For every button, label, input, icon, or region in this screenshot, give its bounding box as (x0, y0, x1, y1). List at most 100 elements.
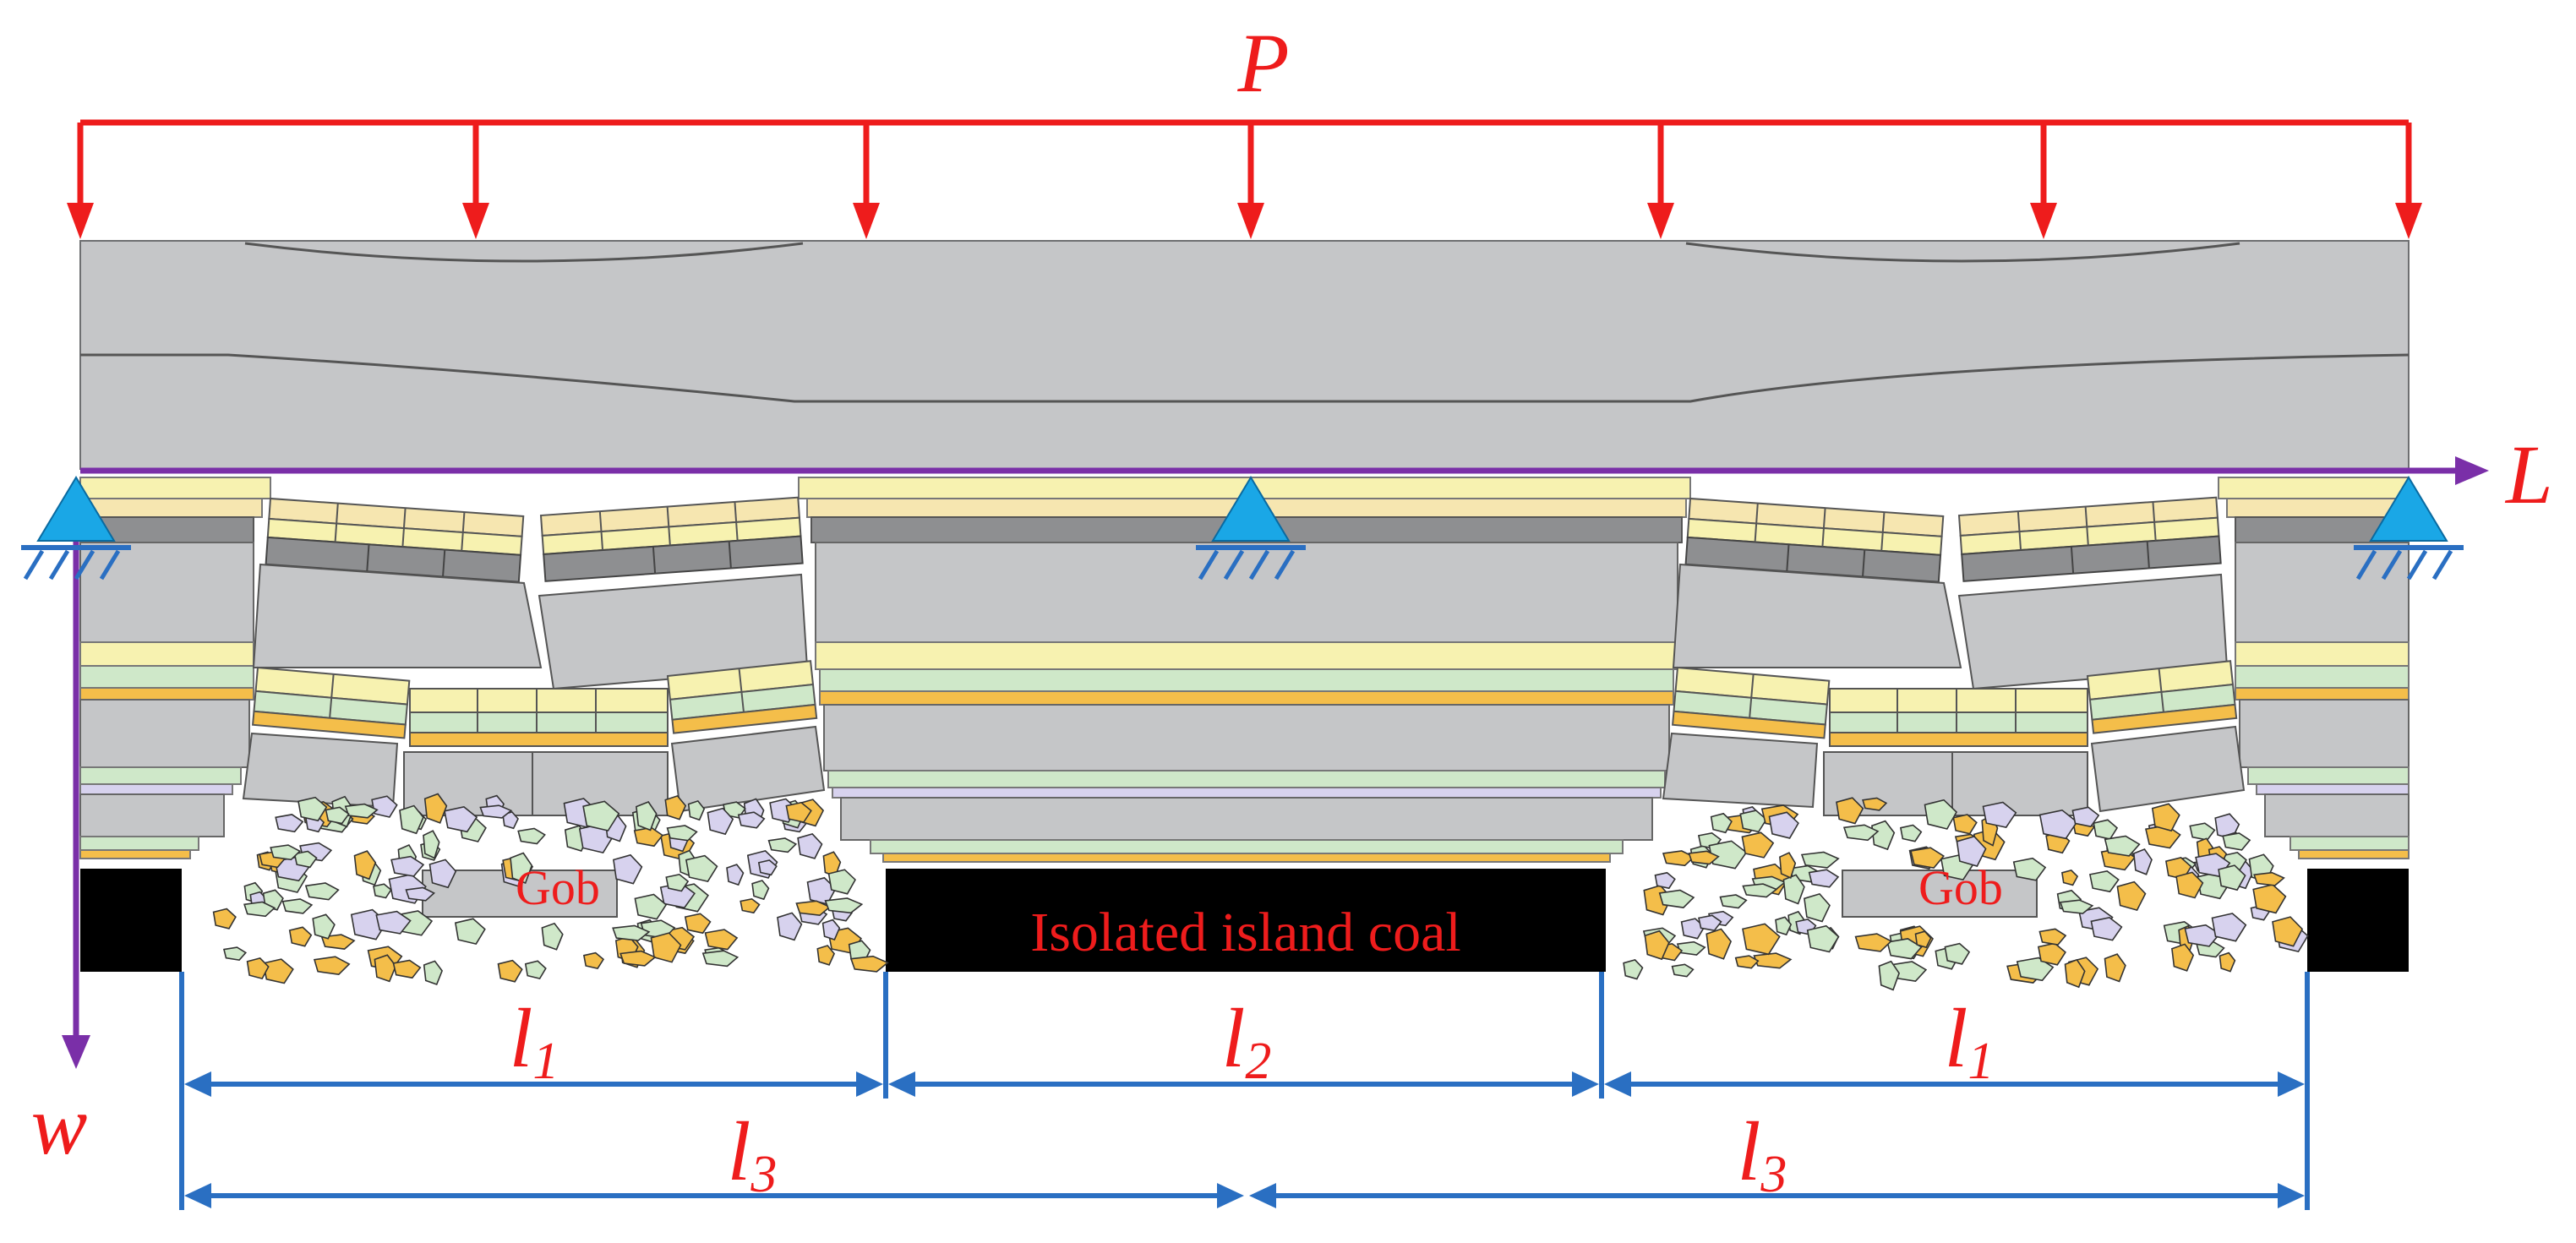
rubble-fragment (2038, 809, 2078, 840)
rubble-fragment (684, 913, 712, 935)
rubble-fragment (1914, 930, 1932, 949)
rubble-fragment (374, 954, 397, 983)
rubble-fragment (1644, 930, 1670, 961)
rubble-fragment (824, 897, 864, 914)
rubble-fragment (2093, 819, 2119, 840)
rubble-fragment (262, 958, 294, 984)
rubble-fragment (1671, 963, 1695, 978)
rubble-fragment (541, 922, 564, 951)
rubble-fragment (2219, 951, 2236, 973)
rubble-fragment (1804, 892, 1831, 923)
rubble-fragment (2211, 913, 2247, 942)
rubble-fragment (428, 859, 457, 889)
rubble-fragment (1775, 916, 1793, 936)
rubble-fragment (243, 901, 276, 918)
rubble-fragment (2012, 857, 2047, 881)
rubble-fragment (390, 855, 425, 877)
left-pillar-strata (79, 477, 271, 859)
rubble-fragment (795, 900, 832, 917)
dimension-lines (179, 972, 2310, 1210)
rubble-fragment (2189, 822, 2216, 841)
rubble-fragment (1753, 952, 1793, 969)
support-right (2354, 476, 2464, 581)
rubble-fragment (827, 869, 857, 895)
axis-y-label: w (31, 1078, 88, 1172)
coal-seam (80, 869, 2409, 972)
rubble-fragment (1734, 955, 1760, 969)
axis-y-arrowhead (62, 1035, 90, 1069)
left-gob-caved-strata (242, 496, 826, 918)
rubble-fragment (313, 956, 351, 976)
rubble-fragment (1741, 831, 1775, 859)
rubble-fragment (806, 876, 837, 905)
rubble-fragment (785, 801, 812, 823)
rubble-fragment (2071, 806, 2100, 828)
rubble-fragment (1924, 799, 1958, 830)
rubble-fragment (582, 951, 605, 970)
dim-l1-left-label: l1 (510, 991, 559, 1090)
rubble-fragment (650, 932, 682, 963)
rubble-fragment (633, 826, 664, 848)
rubble-fragment (1719, 894, 1748, 909)
rubble-fragment (704, 929, 739, 951)
support-left (21, 476, 131, 581)
rubble-fragment (1779, 852, 1797, 879)
rubble-fragment (517, 827, 546, 845)
load-arrows (67, 123, 2422, 239)
load-arrow-head (1237, 203, 1264, 239)
rubble-fragment (1623, 958, 1644, 980)
rubble-fragment (423, 830, 440, 859)
rubble-fragment (612, 924, 651, 941)
rubble-fragment (751, 880, 770, 901)
gob-label-left: Gob (516, 860, 600, 915)
rubble-fragment (2038, 928, 2067, 946)
rubble-fragment (740, 897, 761, 914)
rubble-fragment (2060, 870, 2079, 886)
rubble-fragment (1706, 928, 1733, 960)
rubble-fragment (1956, 835, 1987, 867)
dim-l2-label: l2 (1222, 991, 1272, 1090)
rubble-fragment (1688, 850, 1720, 865)
rubble-fragment (797, 832, 823, 859)
load-arrow-head (2395, 203, 2422, 239)
rubble-fragment (665, 873, 690, 892)
rubble-fragment (1806, 924, 1840, 953)
rubble-fragment (270, 844, 302, 861)
rubble-fragment (2104, 835, 2141, 857)
rubble-fragment (2184, 924, 2221, 947)
rubble-fragment (1862, 797, 1888, 811)
rubble-fragment (701, 950, 740, 968)
rubble-fragment (304, 882, 340, 901)
load-label: P (1236, 16, 1289, 110)
rubble-fragment (524, 960, 547, 980)
load-arrow-head (462, 203, 489, 239)
rubble-fragment (726, 864, 745, 886)
rubble-fragment (822, 851, 842, 878)
rubble-fragment (297, 796, 328, 822)
rubble-fragment (634, 893, 668, 920)
rubble-fragment (1742, 923, 1781, 956)
rubble-fragment (1952, 814, 1978, 835)
rubble-fragment (423, 960, 444, 986)
rubble-fragment (821, 919, 841, 940)
rubble-fragment (1808, 869, 1840, 888)
rubble-fragment (849, 955, 889, 973)
axis-x-label: L (2504, 428, 2553, 521)
rubble-fragment (1739, 810, 1768, 833)
rubble-fragment (2175, 871, 2204, 899)
rubble-fragment (2037, 942, 2066, 966)
rubble-fragment (1910, 847, 1945, 869)
rubble-fragment (1899, 824, 1923, 842)
rubble-fragment (2222, 832, 2251, 851)
rubble-fragment (423, 793, 448, 824)
rubble-fragment (2252, 884, 2287, 914)
load-arrow-head (67, 203, 94, 239)
rubble-fragment (664, 794, 687, 820)
rubble-fragment (1676, 940, 1706, 956)
load-arrow-head (2030, 203, 2057, 239)
right-gob-rubble (1623, 797, 2309, 991)
rubble-fragment (1878, 960, 1900, 991)
rubble-fragment (399, 804, 424, 835)
rubble-fragment (816, 945, 836, 966)
rubble-fragment (1710, 812, 1733, 834)
